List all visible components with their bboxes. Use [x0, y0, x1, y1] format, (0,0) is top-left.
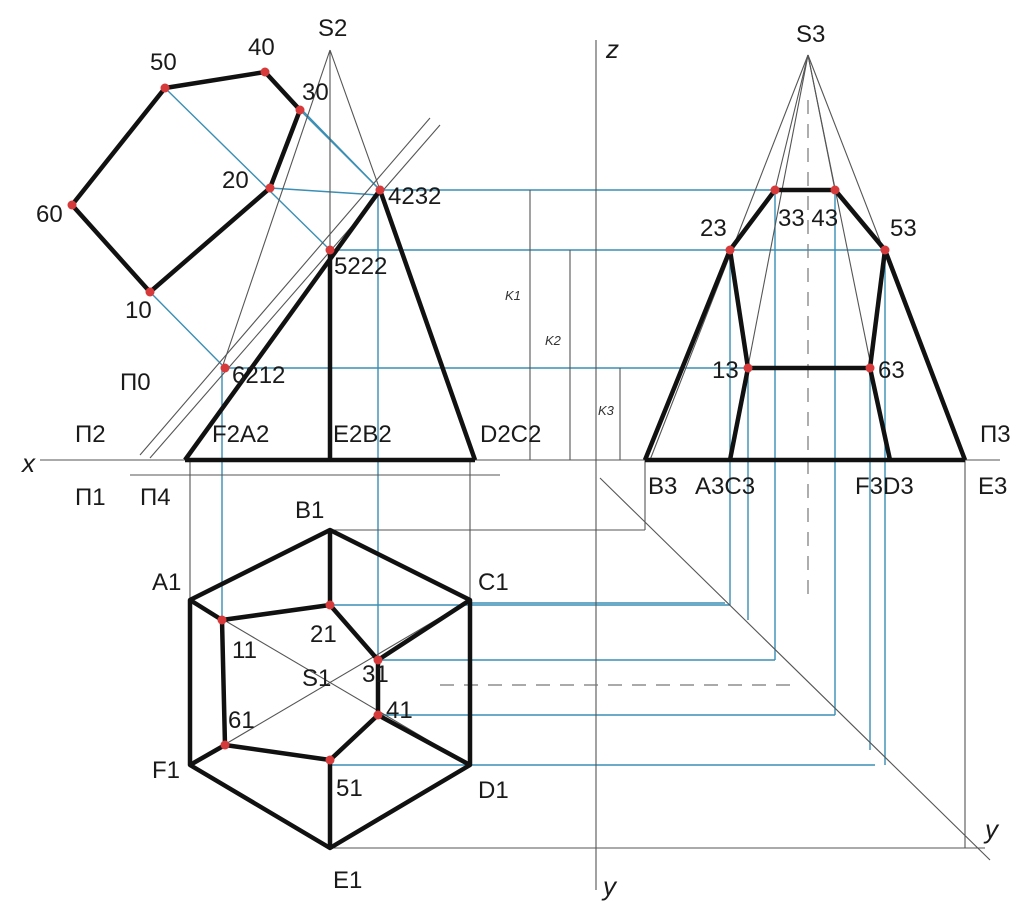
front-mid-corner-label: 5222 — [334, 253, 387, 280]
symmetry-lines — [440, 100, 809, 686]
section-points — [67, 67, 890, 765]
front-top-corner-label: 4232 — [388, 183, 441, 210]
plane-pi4-label: П4 — [140, 484, 171, 511]
top-point-4-label: 41 — [386, 697, 413, 724]
aux-point-6-label: 60 — [36, 201, 63, 228]
top-point-1-label: 11 — [232, 637, 257, 664]
top-point-2-label: 21 — [310, 621, 337, 648]
top-point-6-label: 61 — [228, 707, 255, 734]
apex-side-label: S3 — [796, 21, 825, 48]
side-base-fd-label: F3D3 — [855, 473, 914, 500]
dimension-k3-label: K3 — [598, 403, 615, 418]
axis-z-label: z — [605, 34, 619, 64]
plane-pi0-label: П0 — [120, 369, 151, 396]
construction-lines — [149, 71, 886, 766]
top-d-label: D1 — [478, 777, 509, 804]
side-base-b-label: B3 — [648, 473, 677, 500]
axis-x-label: x — [20, 448, 36, 478]
top-f-label: F1 — [152, 757, 180, 784]
front-base-left-label: F2A2 — [212, 421, 269, 448]
dimension-k2-label: K2 — [545, 333, 562, 348]
axis-y-bottom-label: y — [601, 871, 618, 901]
front-base-mid-label: E2B2 — [333, 421, 392, 448]
plane-pi2-label: П2 — [75, 421, 106, 448]
top-b-label: B1 — [295, 497, 324, 524]
side-point-5-label: 53 — [890, 215, 917, 242]
labels: x z y y П2 П1 П4 П0 П3 S2 S3 S1 F2A2 E2B… — [20, 15, 1011, 901]
apex-front-label: S2 — [318, 15, 347, 42]
side-base-e-label: E3 — [978, 473, 1007, 500]
apex-top-label: S1 — [302, 665, 331, 692]
aux-point-2-label: 20 — [222, 167, 249, 194]
plane-pi3-label: П3 — [980, 421, 1011, 448]
axis-y-right-label: y — [983, 814, 1000, 844]
aux-point-1-label: 10 — [125, 297, 152, 324]
top-point-5-label: 51 — [336, 775, 363, 802]
front-base-right-label: D2C2 — [480, 421, 541, 448]
side-point-2-label: 23 — [700, 215, 727, 242]
dimension-k1-label: K1 — [505, 288, 521, 303]
side-point-1-label: 13 — [712, 357, 739, 384]
top-point-3-label: 31 — [362, 661, 389, 688]
plane-pi1-label: П1 — [75, 484, 106, 511]
side-top-label: 33 43 — [778, 205, 838, 232]
top-a-label: A1 — [152, 569, 181, 596]
top-c-label: C1 — [478, 569, 509, 596]
side-point-6-label: 63 — [878, 357, 905, 384]
aux-point-3-label: 30 — [302, 79, 329, 106]
aux-point-5-label: 50 — [150, 49, 177, 76]
front-low-corner-label: 6212 — [232, 362, 285, 389]
top-e-label: E1 — [333, 867, 362, 894]
side-base-ac-label: A3C3 — [695, 473, 755, 500]
aux-point-4-label: 40 — [248, 34, 275, 61]
